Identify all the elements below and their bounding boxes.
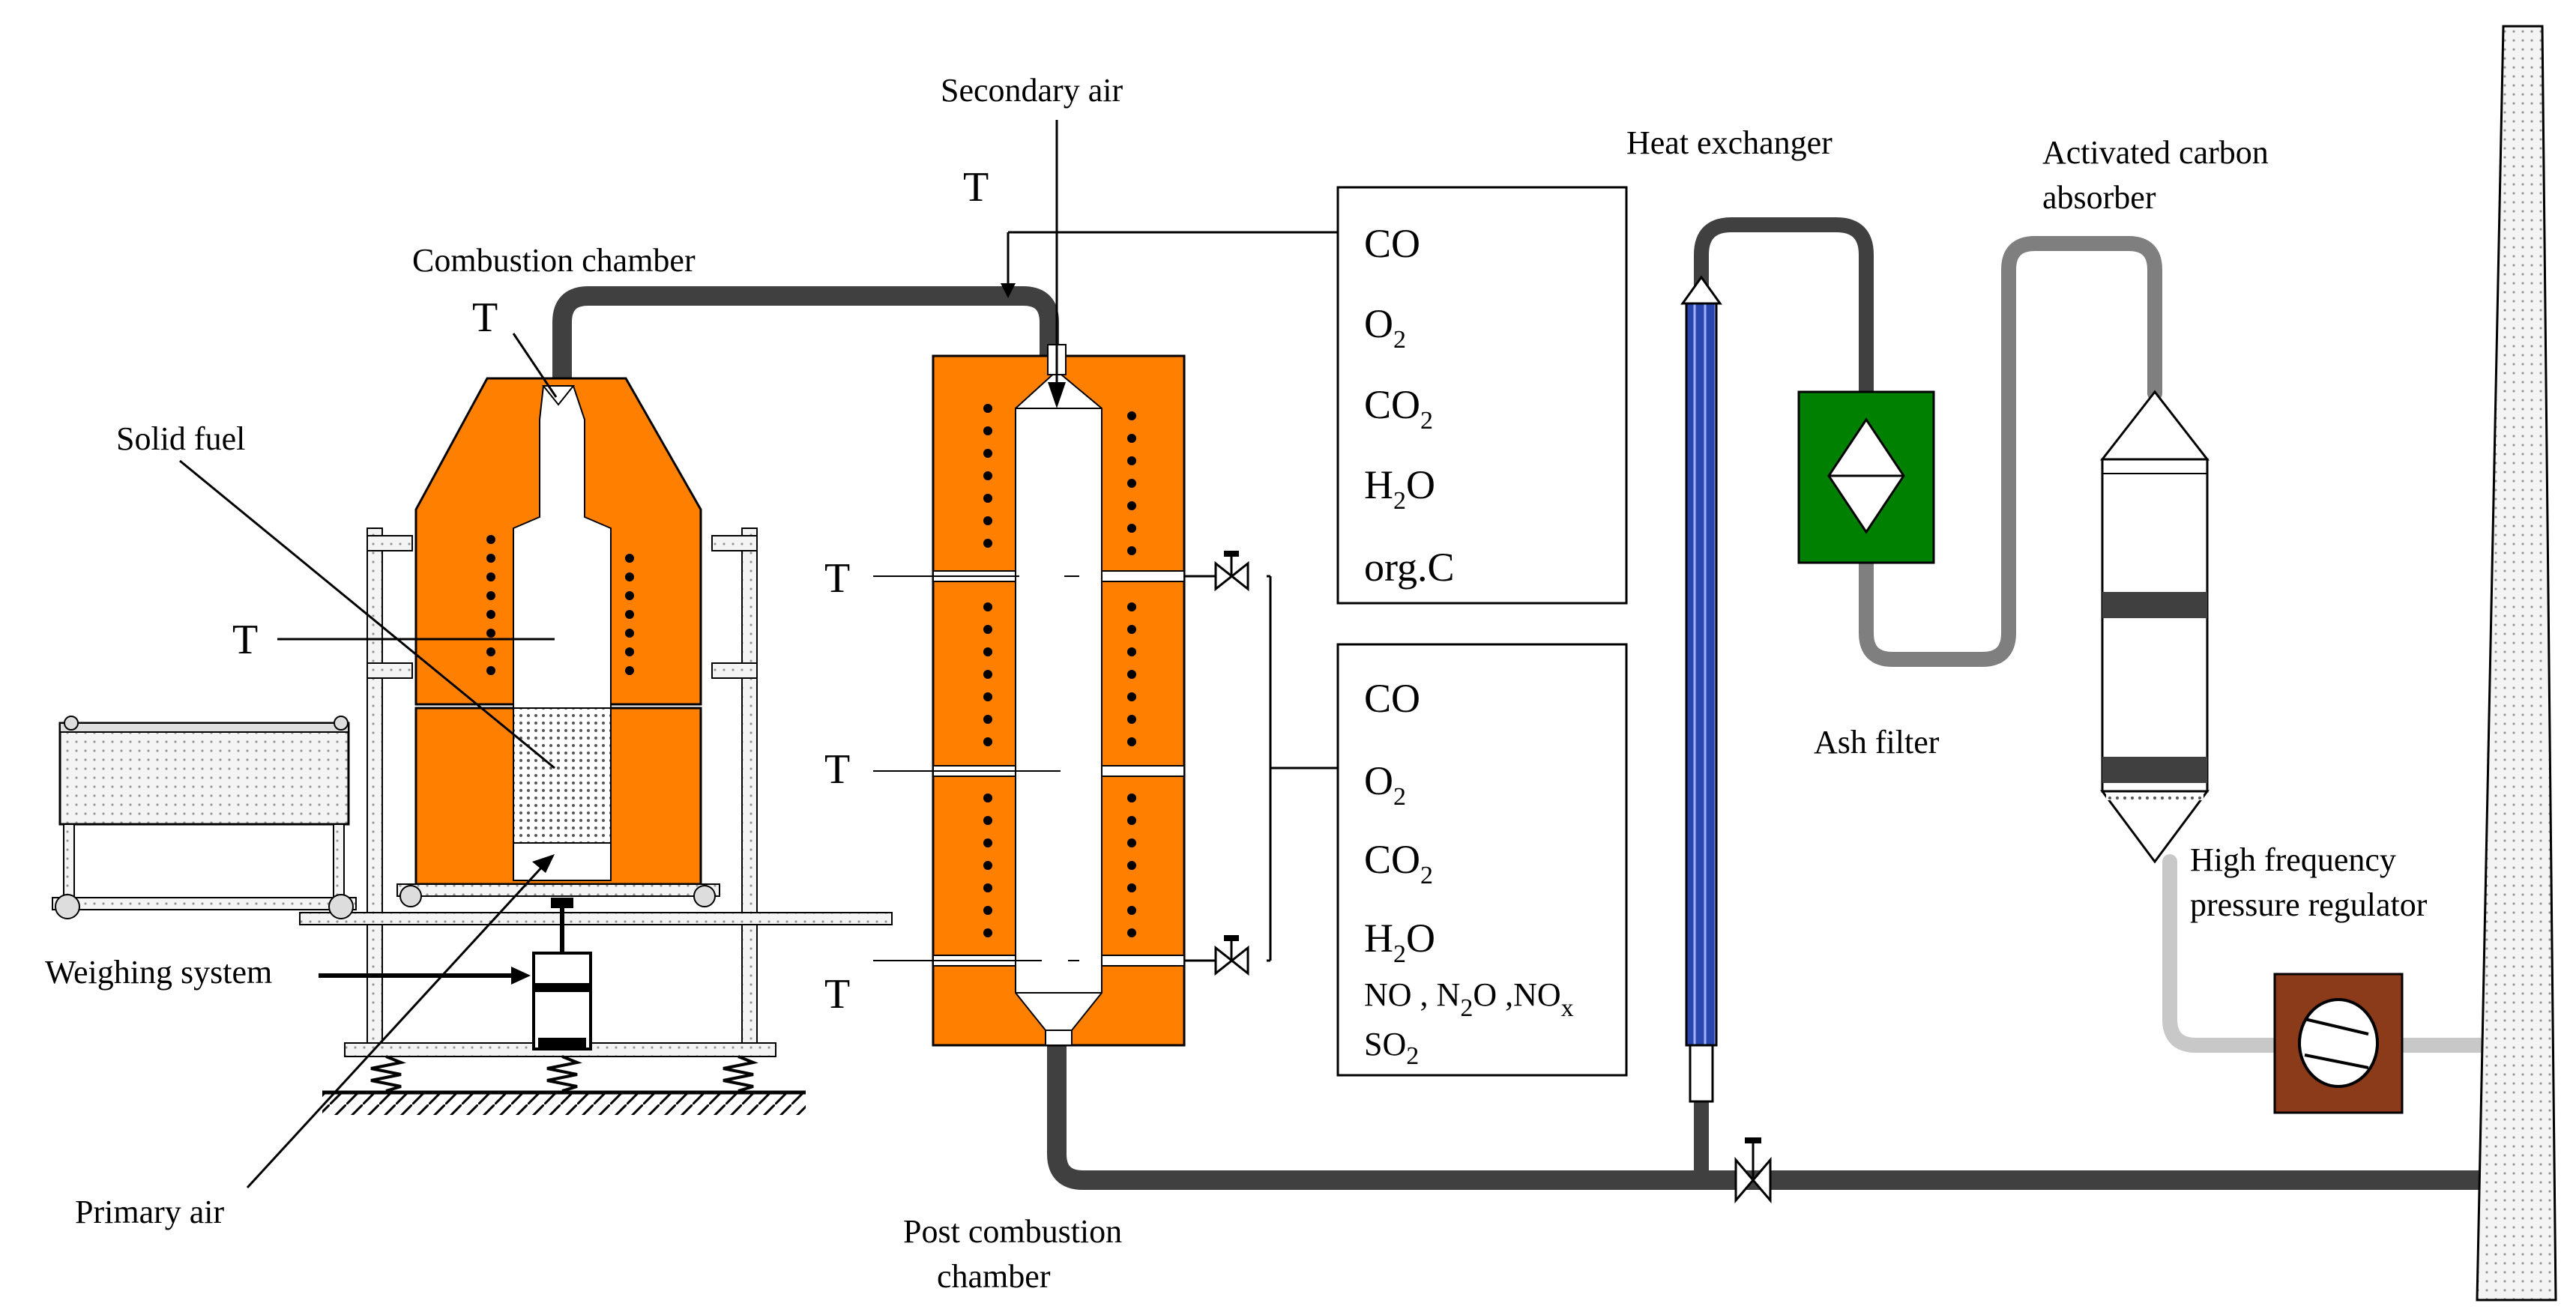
combustion-chamber (299, 377, 893, 1057)
label-heat-exchanger: Heat exchanger (1626, 124, 1833, 161)
temp-marker-post-3: T (824, 971, 850, 1018)
valve-lower (1214, 935, 1249, 976)
weighing-system (322, 898, 806, 1115)
valve-upper (1214, 551, 1249, 592)
pipe-post-to-stack (1047, 1024, 2494, 1190)
temp-marker-secondary: T (963, 164, 989, 211)
label-post-combustion-1: Post combustion (903, 1213, 1122, 1250)
post-combustion-chamber (873, 344, 1186, 1047)
label-ash-filter: Ash filter (1814, 724, 1940, 761)
analyzer2-so2: SO2 (1364, 1026, 1419, 1070)
analyzer1-co: CO (1364, 221, 1420, 266)
analyzer2-nox: NO , N2O ,NOx (1364, 976, 1574, 1022)
label-post-combustion-2: chamber (937, 1258, 1051, 1295)
temp-marker-chamber-mid: T (232, 617, 258, 663)
temp-marker-post-1: T (824, 555, 850, 602)
analyzer2-co2: CO2 (1364, 837, 1433, 889)
primary-air-arrowhead (532, 854, 555, 873)
label-hf-regulator-1: High frequency (2190, 841, 2396, 878)
valve-main-line (1734, 1137, 1772, 1204)
analyzer1-h2o: H2O (1364, 462, 1435, 515)
sampling-lines (1007, 231, 1338, 962)
temp-marker-post-2: T (824, 746, 850, 793)
weighing-arrowhead (511, 967, 531, 985)
activated-carbon-absorber (2099, 390, 2210, 864)
analyzer1-co2: CO2 (1364, 382, 1433, 435)
pipe-combustion-to-post (552, 286, 1059, 388)
pipe-absorber-to-regulator (2162, 854, 2286, 1053)
secondary-air-arrowhead (1048, 382, 1066, 408)
ash-filter (1797, 390, 1935, 564)
gas-analyzer-2 (1336, 643, 1628, 1077)
leader-lines (179, 120, 1058, 1189)
labels: Secondary air Combustion chamber Solid f… (45, 72, 2428, 1295)
label-secondary-air: Secondary air (941, 72, 1123, 109)
pipes (552, 217, 2494, 1190)
fuel-cart (52, 716, 357, 919)
stack-chimney (2476, 25, 2557, 1302)
analyzer1-o2: O2 (1364, 301, 1406, 354)
analyzer1-orgc: org.C (1364, 545, 1455, 590)
label-hf-regulator-2: pressure regulator (2190, 886, 2428, 923)
label-primary-air: Primary air (75, 1194, 225, 1230)
label-weighing-system: Weighing system (45, 954, 272, 991)
heat-exchanger (1680, 275, 1722, 1103)
analyzer2-co: CO (1364, 676, 1420, 721)
sample-line-arrowhead (1001, 283, 1016, 298)
label-activated-carbon-1: Activated carbon (2042, 134, 2269, 171)
analyzer2-h2o: H2O (1364, 916, 1435, 968)
pipe-filter-to-absorber (1859, 236, 2162, 667)
pressure-regulator (2273, 973, 2404, 1114)
temp-marker-chamber-top: T (472, 294, 498, 341)
analyzer-1-readouts: CO O2 CO2 H2O org.C (1364, 221, 1455, 590)
label-activated-carbon-2: absorber (2042, 179, 2156, 216)
label-combustion-chamber: Combustion chamber (412, 242, 696, 279)
label-solid-fuel: Solid fuel (116, 420, 245, 457)
pipe-exchanger-to-filter (1694, 217, 1874, 401)
gas-analyzer-1 (1336, 186, 1628, 605)
analyzer2-o2: O2 (1364, 758, 1406, 811)
analyzer-2-readouts: CO O2 CO2 H2O NO , N2O ,NOx SO2 (1364, 676, 1574, 1070)
